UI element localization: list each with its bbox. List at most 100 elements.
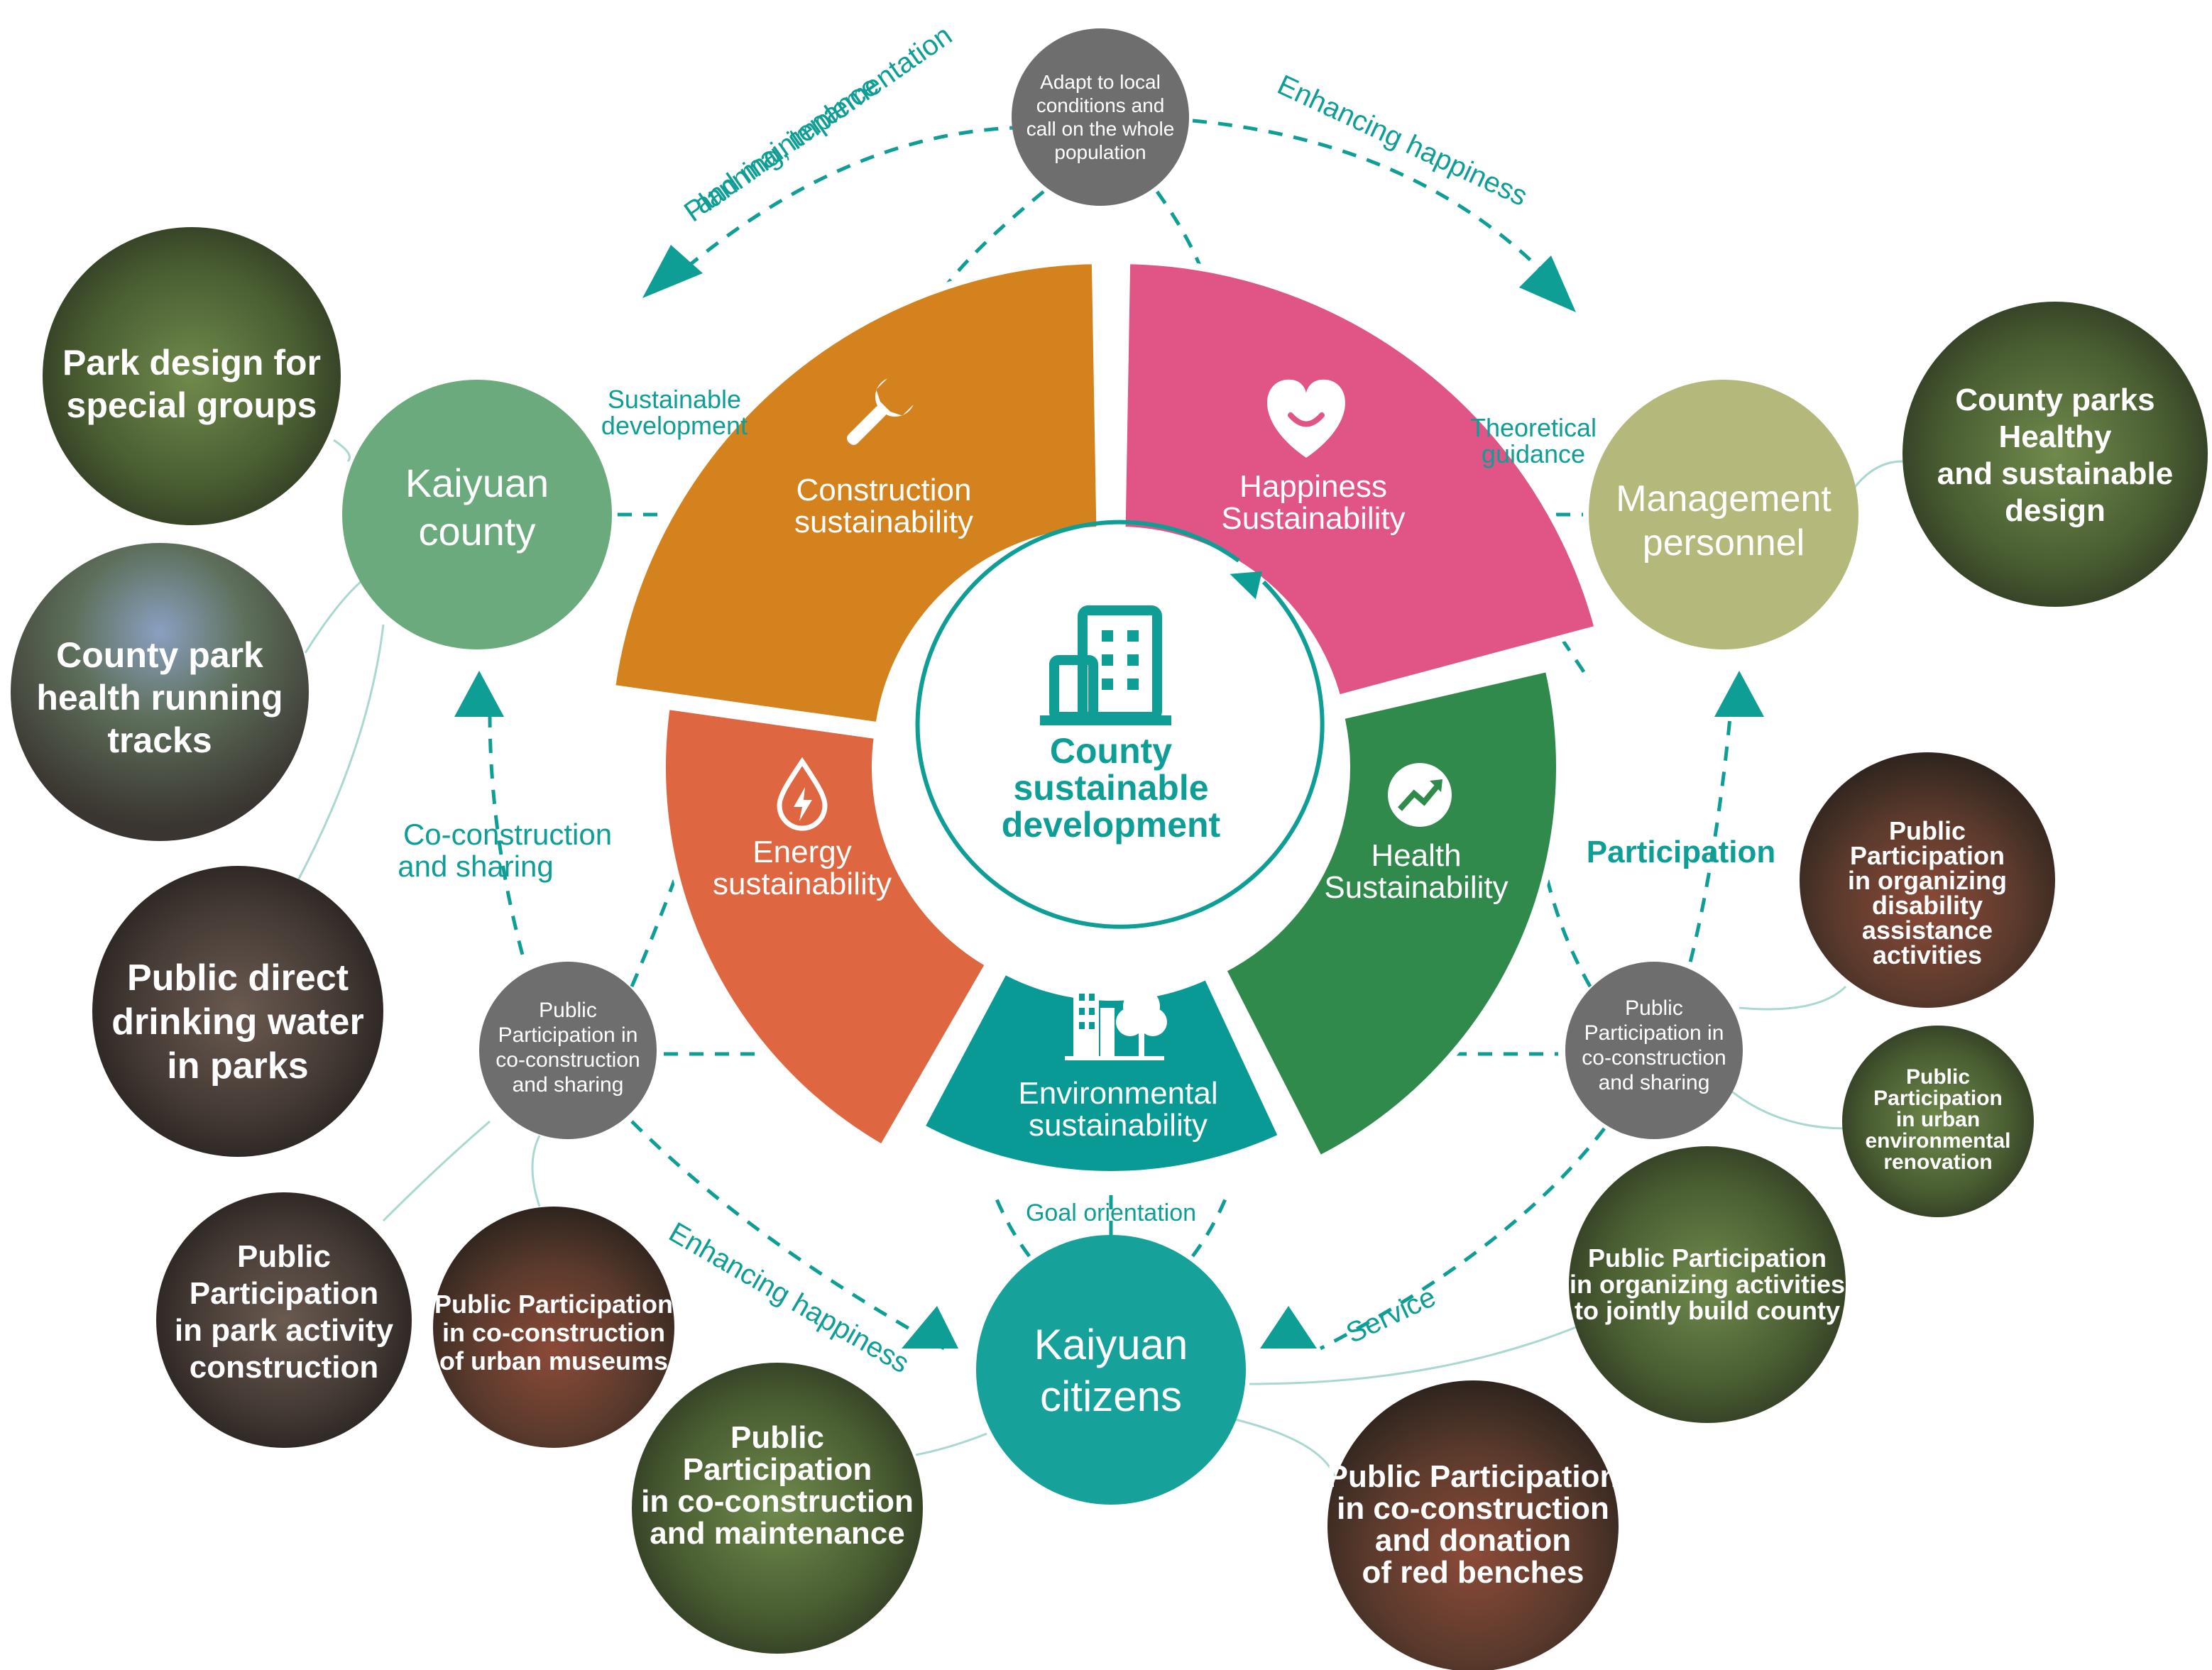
arrow-to-county-bottom (454, 671, 504, 717)
outer-arc-left (488, 713, 527, 966)
link-management-down (1560, 637, 1592, 683)
heart-smile-icon (1267, 379, 1345, 458)
participation-label: Participation (1587, 835, 1776, 869)
photo-drinking-water-line-2: drinking water (111, 1001, 363, 1043)
photo-county-parks: County parks Healthy and sustainable des… (1902, 302, 2208, 607)
arrow-to-citizens-right (1260, 1306, 1317, 1348)
photo-county-parks-line-3: and sustainable (1937, 456, 2174, 491)
node-adapt-local-conditions: Adapt to local conditions and call on th… (1012, 28, 1189, 206)
connector-running-tracks (304, 573, 370, 654)
photo-jointly-build-line-3: to jointly build county (1575, 1296, 1840, 1325)
segment-happiness: Happiness Sustainability (1221, 379, 1406, 536)
photo-disability-line-4: disability (1872, 891, 1983, 920)
outer-arc-bottom-left (630, 1120, 946, 1351)
connector-drinking-water (297, 624, 385, 881)
enhancing-happiness-bottom-label: Enhancing happiness (664, 1216, 914, 1379)
outer-arc-top-right (1192, 119, 1556, 285)
co-construction-line-1: Co-construction (403, 818, 612, 851)
photo-red-benches-line-1: Public Participation (1327, 1459, 1619, 1494)
photo-county-parks-line-4: design (2005, 493, 2106, 528)
center-title-line-2: sustainable (1013, 768, 1208, 808)
ring-segment-environment (916, 965, 1287, 1178)
right-grey-line-4: and sharing (1599, 1071, 1710, 1094)
photo-drinking-water: Public direct drinking water in parks (92, 866, 383, 1157)
top-grey-line-3: call on the whole (1026, 118, 1175, 140)
photo-env-renovation: Public Participation in urban environmen… (1842, 1026, 2034, 1217)
link-top-grey-right (1155, 190, 1209, 285)
photo-running-tracks-line-2: health running (36, 678, 283, 718)
photo-running-tracks-line-3: tracks (107, 720, 212, 760)
photo-park-activity-line-2: Participation (190, 1276, 379, 1311)
photo-disability: Public Participation in organizing disab… (1800, 752, 2055, 1008)
center-title-line-3: development (1002, 805, 1221, 845)
photo-running-tracks: County park health running tracks (11, 543, 309, 841)
happiness-label-2: Sustainability (1221, 501, 1405, 536)
photo-park-activity-line-4: construction (190, 1350, 378, 1385)
photo-env-renovation-line-4: environmental (1865, 1129, 2010, 1153)
segment-environment: Environmental sustainability (1018, 987, 1218, 1143)
photo-running-tracks-line-1: County park (56, 635, 263, 675)
photo-park-design: Park design for special groups (43, 227, 341, 525)
top-grey-line-1: Adapt to local (1040, 71, 1161, 93)
right-grey-line-2: Participation in (1584, 1021, 1724, 1045)
sustainability-ring (608, 257, 1603, 1178)
sustainable-development-line-1: Sustainable (608, 385, 741, 414)
connector-county-parks (1851, 460, 1903, 490)
energy-label-2: sustainability (713, 867, 892, 901)
citizens-line-2: citizens (1040, 1373, 1182, 1420)
energy-label-1: Energy (752, 835, 851, 869)
node-left-public-participation: Public Participation in co-construction … (479, 962, 657, 1139)
sustainable-development-line-2: development (601, 411, 748, 440)
photo-env-renovation-line-3: in urban (1896, 1108, 1980, 1131)
left-grey-line-1: Public (539, 999, 597, 1022)
outer-arc-right (1687, 695, 1734, 966)
photo-drinking-water-line-1: Public direct (127, 957, 349, 999)
health-label-2: Sustainability (1324, 870, 1508, 905)
city-tree-icon (1065, 987, 1167, 1060)
outer-arc-bottom-right (1319, 1127, 1606, 1351)
ring-segment-construction (608, 257, 1104, 730)
photo-disability-line-5: assistance (1862, 916, 1993, 945)
center-cycle-arrow (915, 520, 1325, 929)
connector-red-benches (1234, 1418, 1336, 1477)
kaiyuan-county-line-2: county (419, 509, 536, 554)
photo-red-benches-line-3: and donation (1375, 1523, 1571, 1558)
segment-energy: Energy sustainability (713, 757, 892, 901)
photo-county-parks-line-1: County parks (1955, 383, 2154, 417)
photo-connector-lines (297, 439, 1903, 1477)
photo-env-renovation-line-5: renovation (1883, 1150, 1992, 1174)
node-management-personnel: Management personnel (1589, 380, 1858, 649)
photo-county-parks-line-2: Healthy (1999, 419, 2112, 454)
photo-park-design-line-1: Park design for (62, 343, 321, 383)
photo-env-renovation-line-1: Public (1906, 1065, 1970, 1089)
goal-orientation-label: Goal orientation (1026, 1199, 1196, 1226)
management-line-1: Management (1616, 478, 1832, 520)
top-grey-line-4: population (1054, 141, 1146, 163)
planning-label-line-2: and maintenance (688, 70, 885, 220)
ring-segment-health (1217, 664, 1563, 1165)
arrow-to-management-top (1519, 256, 1576, 312)
photo-urban-museums-line-2: in co-construction (442, 1318, 665, 1347)
co-construction-line-2: and sharing (398, 850, 554, 883)
photo-park-activity-line-1: Public (237, 1239, 331, 1274)
segment-health: Health Sustainability (1324, 763, 1509, 905)
connector-park-design (333, 439, 351, 463)
photo-disability-line-6: activities (1873, 940, 1982, 969)
arrow-to-management-bottom (1714, 671, 1764, 717)
segment-construction: Construction sustainability (794, 378, 973, 539)
construction-label-2: sustainability (794, 505, 973, 539)
connector-disability (1739, 985, 1847, 1011)
photo-jointly-build: Public Participation in organizing activ… (1569, 1146, 1846, 1423)
direction-arrows (454, 245, 1764, 1348)
photo-urban-museums: Public Participation in co-construction … (433, 1207, 674, 1448)
connector-env-renovation (1724, 1084, 1846, 1130)
happiness-label-1: Happiness (1239, 469, 1387, 504)
right-grey-line-1: Public (1625, 996, 1683, 1020)
enhancing-happiness-top-label: Enhancing happiness (1273, 69, 1532, 212)
ring-segment-energy (659, 702, 994, 1153)
link-right-grey-up (1545, 879, 1592, 988)
arrow-to-citizens-left (902, 1306, 958, 1348)
service-label: Service (1342, 1281, 1440, 1349)
photo-co-maintenance-line-1: Public (730, 1420, 824, 1455)
